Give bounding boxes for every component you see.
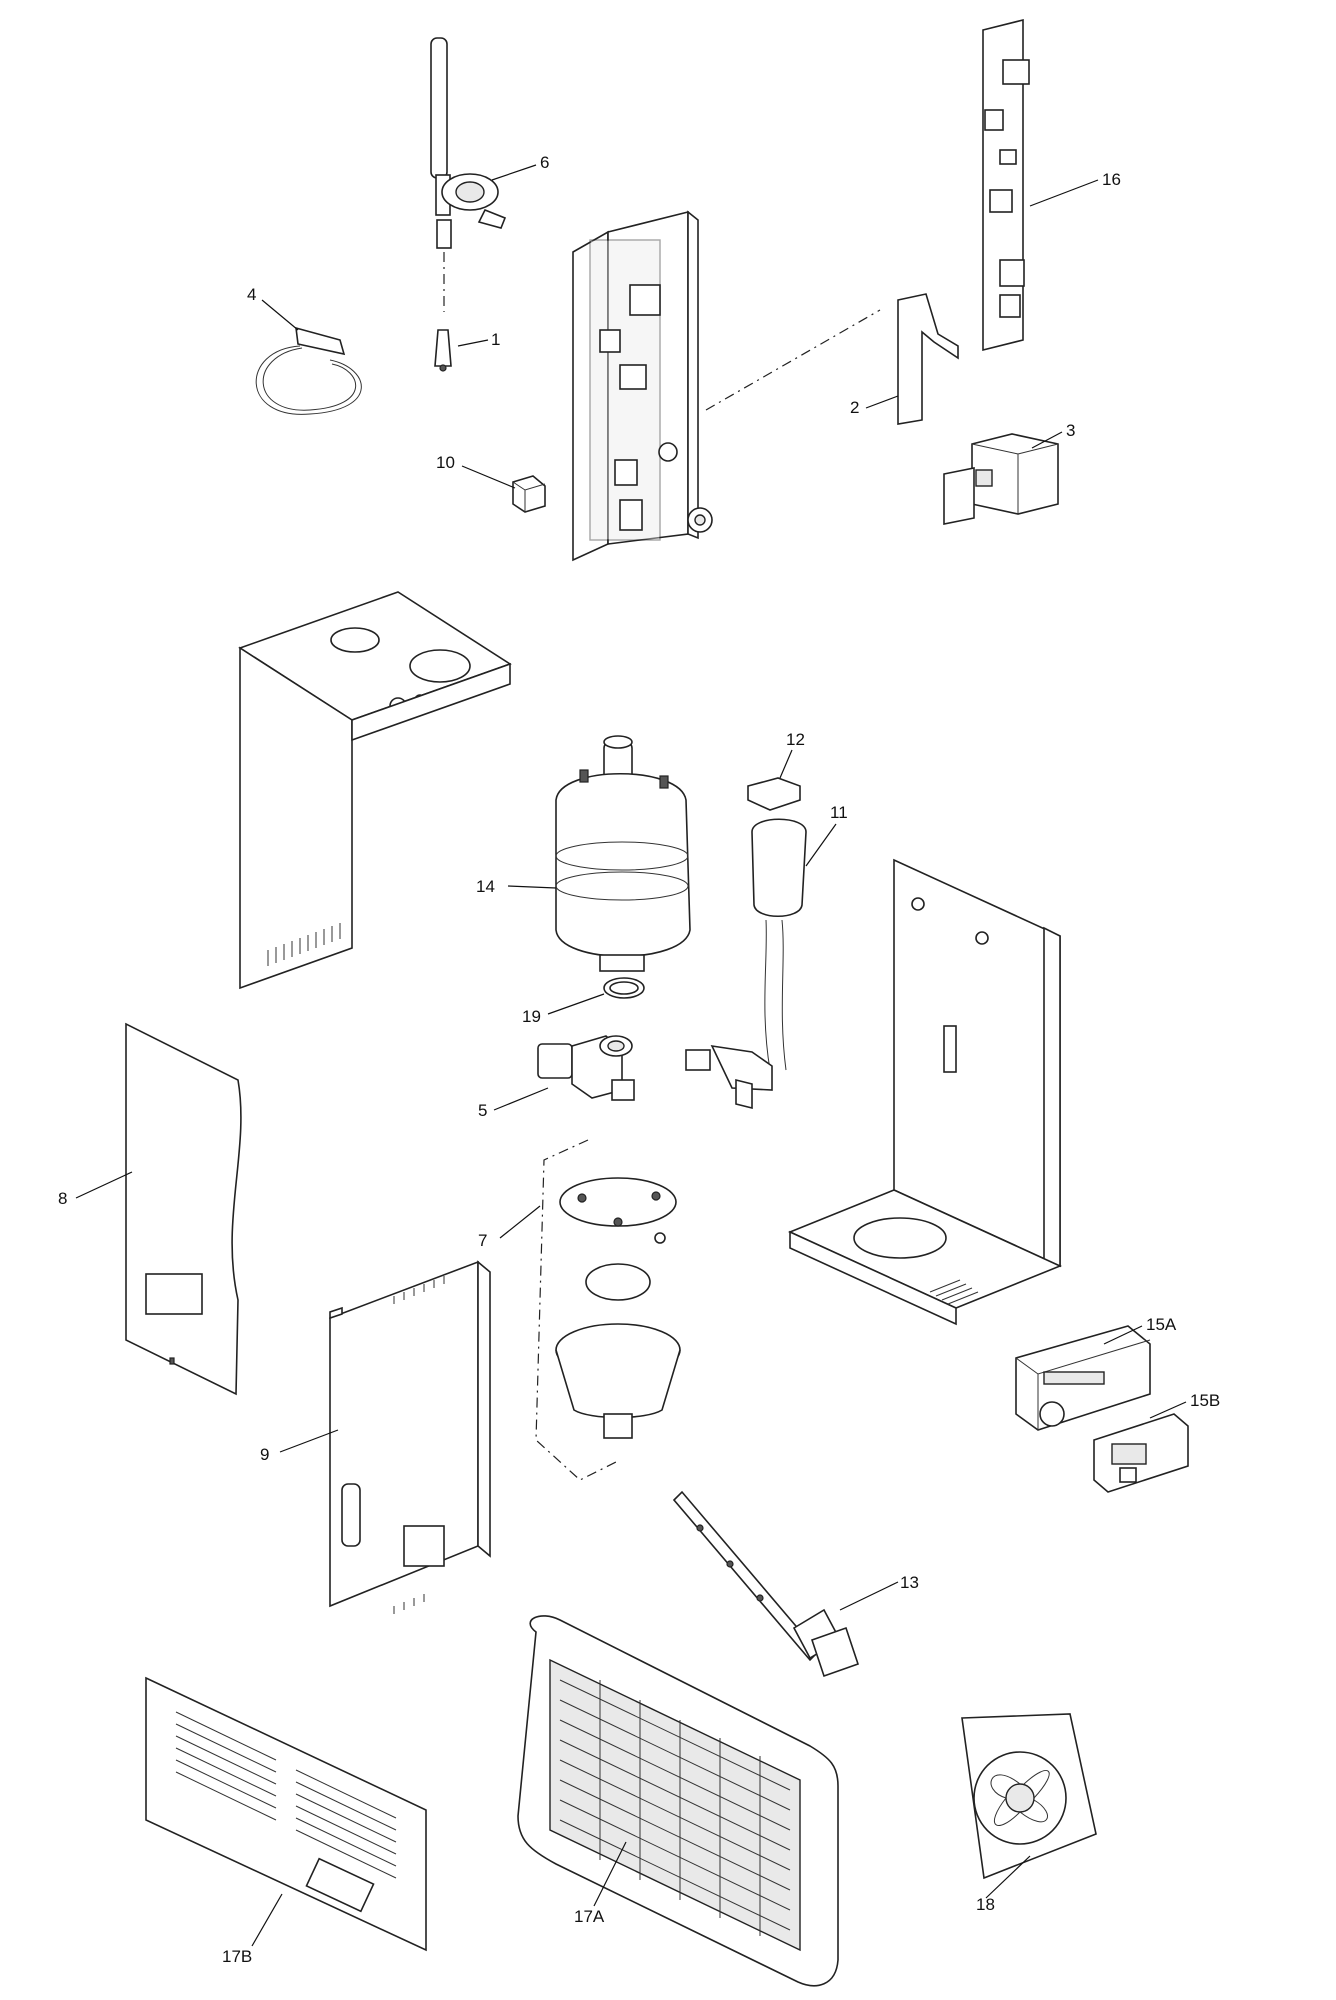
leader-3 <box>1031 431 1063 449</box>
leader-15b <box>1149 1401 1187 1419</box>
leader-1 <box>457 339 489 347</box>
leader-19 <box>547 993 605 1015</box>
mount-line-2 <box>705 309 881 411</box>
part-3-transformer <box>943 433 1059 525</box>
part-18-fan <box>961 1713 1097 1880</box>
part-2-ribbon-cable <box>897 293 959 425</box>
leader-13 <box>839 1581 899 1611</box>
top-housing-bracket <box>238 591 512 990</box>
part-5-inlet-valve <box>537 1035 635 1101</box>
callout-7: 7 <box>478 1231 487 1250</box>
callout-19: 19 <box>522 1007 541 1026</box>
callout-18: 18 <box>976 1895 995 1914</box>
part-10-connector <box>512 475 546 513</box>
part-7-drain-assembly <box>535 1139 681 1481</box>
part-19-o-ring <box>603 977 645 999</box>
back-panel <box>787 858 1063 1326</box>
callout-2: 2 <box>850 398 859 417</box>
leader-14 <box>507 885 557 889</box>
leader-7 <box>499 1205 541 1239</box>
leader-11 <box>805 823 837 867</box>
leader-9 <box>279 1429 339 1453</box>
leader-17b <box>251 1893 283 1947</box>
part-1-fitting <box>434 329 452 372</box>
leader-12 <box>779 749 793 779</box>
part-15b-remote-display <box>1093 1413 1189 1493</box>
leader-16 <box>1029 179 1099 207</box>
part-4-sensor-cable <box>255 326 362 415</box>
part-12-cap <box>747 777 801 811</box>
part-17b-return-grille <box>145 1676 427 1952</box>
part-8-front-cover <box>125 1022 242 1396</box>
callout-6: 6 <box>540 153 549 172</box>
part-11-fill-cup <box>685 818 807 1110</box>
callout-1: 1 <box>491 330 500 349</box>
callout-15a: 15A <box>1146 1315 1177 1334</box>
part-6-solenoid-valve <box>430 37 507 312</box>
leader-2 <box>865 395 899 409</box>
callout-8: 8 <box>58 1189 67 1208</box>
part-15a-humidistat <box>1015 1325 1151 1431</box>
part-13-distributor <box>672 1490 860 1678</box>
callout-9: 9 <box>260 1445 269 1464</box>
callout-14: 14 <box>476 877 495 896</box>
callout-17a: 17A <box>574 1907 605 1926</box>
part-14-steam-cylinder <box>555 735 691 972</box>
callout-10: 10 <box>436 453 455 472</box>
callout-15b: 15B <box>1190 1391 1220 1410</box>
callout-11: 11 <box>830 803 848 822</box>
part-17a-supply-grille <box>517 1615 839 1987</box>
leader-8 <box>75 1171 133 1199</box>
callout-5: 5 <box>478 1101 487 1120</box>
part-16-circuit-board <box>982 18 1030 352</box>
leader-17a <box>593 1841 627 1907</box>
leader-5 <box>493 1087 549 1111</box>
part-9-side-panel <box>329 1260 491 1614</box>
control-chassis <box>572 210 713 562</box>
callout-17b: 17B <box>222 1947 252 1966</box>
callout-13: 13 <box>900 1573 919 1592</box>
callout-12: 12 <box>786 730 805 749</box>
callout-3: 3 <box>1066 421 1075 440</box>
callout-16: 16 <box>1102 170 1121 189</box>
callout-4: 4 <box>247 285 256 304</box>
leader-4 <box>261 299 299 331</box>
leader-10 <box>461 465 516 489</box>
leader-6 <box>491 164 537 181</box>
leader-15a <box>1103 1325 1143 1345</box>
leader-18 <box>985 1855 1031 1899</box>
